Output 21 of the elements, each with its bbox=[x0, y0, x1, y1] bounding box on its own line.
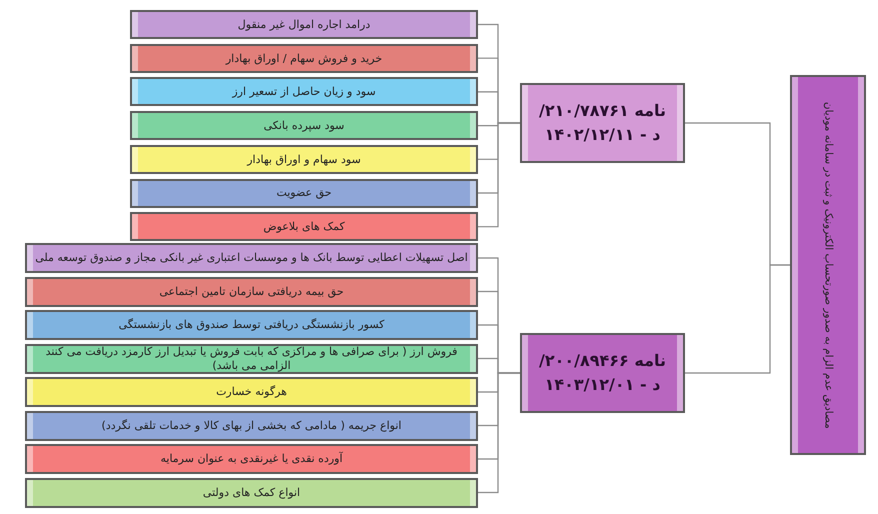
category-box: اصل تسهیلات اعطایی توسط بانک ها و موسسات اعتباری غیر بانکی مجاز و صندوق توسعه ملی bbox=[25, 243, 478, 273]
category-box: حق بیمه دریافتی سازمان تامین اجتماعی bbox=[25, 276, 478, 306]
title-box: مصادیق عدم الزام به صدور صورتحساب الکترونیک و ثبت در سامانه مودیان bbox=[790, 75, 866, 455]
category-box: حق عضویت bbox=[130, 178, 478, 208]
category-box: کمک های بلاعوض bbox=[130, 212, 478, 242]
category-box: خرید و فروش سهام / اوراق بهادار bbox=[130, 44, 478, 73]
category-box: سود سپرده بانکی bbox=[130, 111, 478, 140]
letter-box: نامه ۲۱۰/۷۸۷۶۱/د - ۱۴۰۲/۱۲/۱۱ bbox=[520, 83, 685, 163]
letter-box: نامه ۲۰۰/۸۹۴۶۶/د - ۱۴۰۳/۱۲/۰۱ bbox=[520, 333, 685, 413]
category-box: آورده نقدی یا غیرنقدی به عنوان سرمایه bbox=[25, 444, 478, 474]
category-box: کسور بازنشستگی دریافتی توسط صندوق های بازنشستگی bbox=[25, 310, 478, 340]
category-box: سود سهام و اوراق بهادار bbox=[130, 144, 478, 174]
connector-line bbox=[478, 122, 520, 228]
category-box: فروش ارز ( برای صرافی ها و مراکزی که بابت فروش یا تبدیل ارز کارمزد دریافت می کنند الزامی می باشد) bbox=[25, 344, 478, 374]
connector-line bbox=[685, 264, 790, 374]
category-box: سود و زیان حاصل از تسعیر ارز bbox=[130, 77, 478, 106]
category-box: انواع جریمه ( مادامی که بخشی از بهای کالا و خدمات تلقی نگردد) bbox=[25, 410, 478, 440]
category-box: انواع کمک های دولتی bbox=[25, 478, 478, 508]
category-box: درامد اجاره اموال غیر منقول bbox=[130, 10, 478, 39]
category-box: هرگونه خسارت bbox=[25, 377, 478, 407]
connector-line bbox=[478, 372, 520, 494]
